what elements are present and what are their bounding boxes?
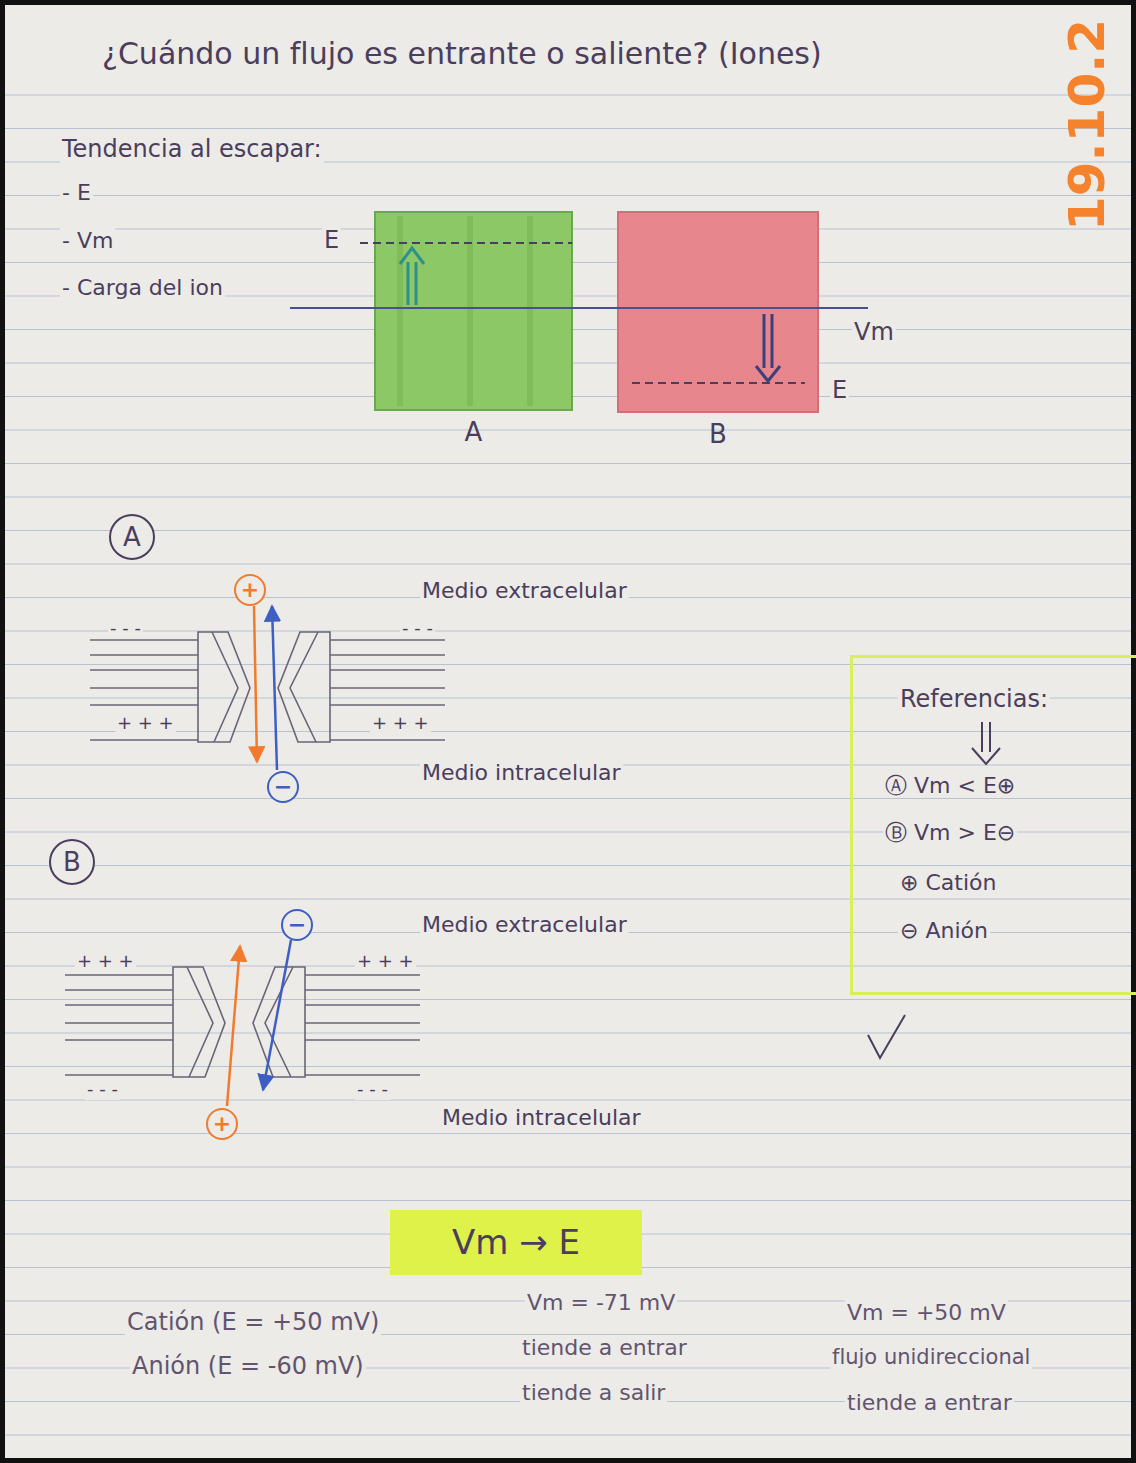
anion-symbol: − xyxy=(267,771,299,803)
node-text: ⊖ Anión xyxy=(898,918,990,943)
node-text: A xyxy=(375,418,572,448)
ruled-line xyxy=(0,1435,1136,1436)
node-text: + xyxy=(213,1113,231,1135)
note-text: E xyxy=(830,376,849,405)
anion-symbol: − xyxy=(281,909,313,941)
note-text: flujo unidireccional xyxy=(830,1345,1032,1370)
green-region: A xyxy=(375,212,572,410)
red-region xyxy=(618,212,818,412)
note-text: - Carga del ion xyxy=(60,275,225,301)
anion-flow-arrow xyxy=(272,606,277,770)
node-text: ⊕ Catión xyxy=(898,870,998,895)
note-text: - - - xyxy=(400,617,435,639)
check-mark xyxy=(868,1015,905,1058)
note-text: Medio extracelular xyxy=(420,912,629,938)
vm-line xyxy=(290,307,868,309)
ruled-line xyxy=(0,1100,1136,1101)
ruled-lines xyxy=(0,95,1136,1435)
node-text: A xyxy=(123,524,141,550)
note-text: Catión (E = +50 mV) xyxy=(125,1308,381,1337)
note-text: Vm xyxy=(852,318,896,347)
membrane-channel xyxy=(65,967,420,1077)
note-text: tiende a salir xyxy=(520,1380,667,1406)
ruled-line xyxy=(0,430,1136,431)
note-text: Vm = -71 mV xyxy=(525,1290,677,1316)
ruled-line xyxy=(0,128,1136,129)
up-arrow xyxy=(400,248,424,305)
marker-texture xyxy=(400,216,530,406)
node-text: − xyxy=(274,776,292,798)
node-text: Vm → E xyxy=(452,1223,580,1262)
date-stamp: 19.10.2 xyxy=(1057,8,1117,242)
note-text: Vm = +50 mV xyxy=(845,1300,1008,1326)
note-text: tiende a entrar xyxy=(845,1390,1014,1416)
ruled-line xyxy=(0,1066,1136,1067)
ruled-line xyxy=(0,497,1136,498)
note-text: + + + xyxy=(115,712,176,734)
cation-symbol: + xyxy=(206,1108,238,1140)
note-text: - - - xyxy=(108,617,143,639)
ruled-line xyxy=(0,1133,1136,1134)
circled-letter: B xyxy=(49,839,95,885)
anion-flow-arrow xyxy=(263,940,291,1090)
ruled-line xyxy=(0,1167,1136,1168)
cation-symbol: + xyxy=(234,574,266,606)
ruled-line xyxy=(0,631,1136,632)
references-box: Referencias: Ⓐ Vm < E⊕ Ⓑ Vm > E⊖ ⊕ Catión ⊖ … xyxy=(850,655,1136,995)
page-title: ¿Cuándo un flujo es entrante o saliente?… xyxy=(100,36,824,72)
ruled-line xyxy=(0,999,1136,1000)
node-text: B xyxy=(618,420,818,450)
node-text: Ⓐ Vm < E⊕ xyxy=(883,773,1017,798)
ruled-line xyxy=(0,966,1136,967)
note-text: E xyxy=(322,226,341,255)
ruled-line xyxy=(0,195,1136,196)
note-text: Medio intracelular xyxy=(440,1105,643,1131)
cation-flow-arrow xyxy=(227,946,240,1106)
note-text: - Vm xyxy=(60,228,115,254)
note-text: - E xyxy=(60,180,93,206)
note-text: + + + xyxy=(370,712,431,734)
scan-frame xyxy=(3,3,1134,1461)
ruled-line xyxy=(0,1200,1136,1201)
ruled-line xyxy=(0,899,1136,900)
note-text: Tendencia al escapar: xyxy=(60,135,324,164)
ruled-line xyxy=(0,564,1136,565)
down-arrow xyxy=(756,314,780,381)
red-region: B xyxy=(618,212,818,412)
node-text: + xyxy=(241,579,259,601)
note-text: Anión (E = -60 mV) xyxy=(130,1352,366,1381)
note-text: + + + xyxy=(355,950,416,972)
circled-letter: A xyxy=(109,514,155,560)
down-arrow xyxy=(972,722,1000,764)
node-text: Ⓑ Vm > E⊖ xyxy=(883,820,1017,845)
note-text: Medio intracelular xyxy=(420,760,623,786)
membrane-channel xyxy=(90,632,445,742)
node-text: B xyxy=(63,849,81,875)
cation-flow-arrow xyxy=(254,606,257,762)
note-text: - - - xyxy=(85,1078,120,1100)
node-text: − xyxy=(288,914,306,936)
legend-heading: Referencias: xyxy=(898,686,1050,714)
ruled-line xyxy=(0,463,1136,464)
equilibrium-line xyxy=(360,242,572,244)
note-text: Medio extracelular xyxy=(420,578,629,604)
ruled-line xyxy=(0,865,1136,866)
note-text: - - - xyxy=(355,1078,390,1100)
ruled-line xyxy=(0,1033,1136,1034)
note-text: tiende a entrar xyxy=(520,1335,689,1361)
ruled-line xyxy=(0,530,1136,531)
ruled-line xyxy=(0,664,1136,665)
green-region xyxy=(375,212,572,410)
ruled-line xyxy=(0,95,1136,96)
highlight-box: Vm → E xyxy=(390,1210,642,1275)
note-text: + + + xyxy=(75,950,136,972)
equilibrium-line xyxy=(632,382,805,384)
